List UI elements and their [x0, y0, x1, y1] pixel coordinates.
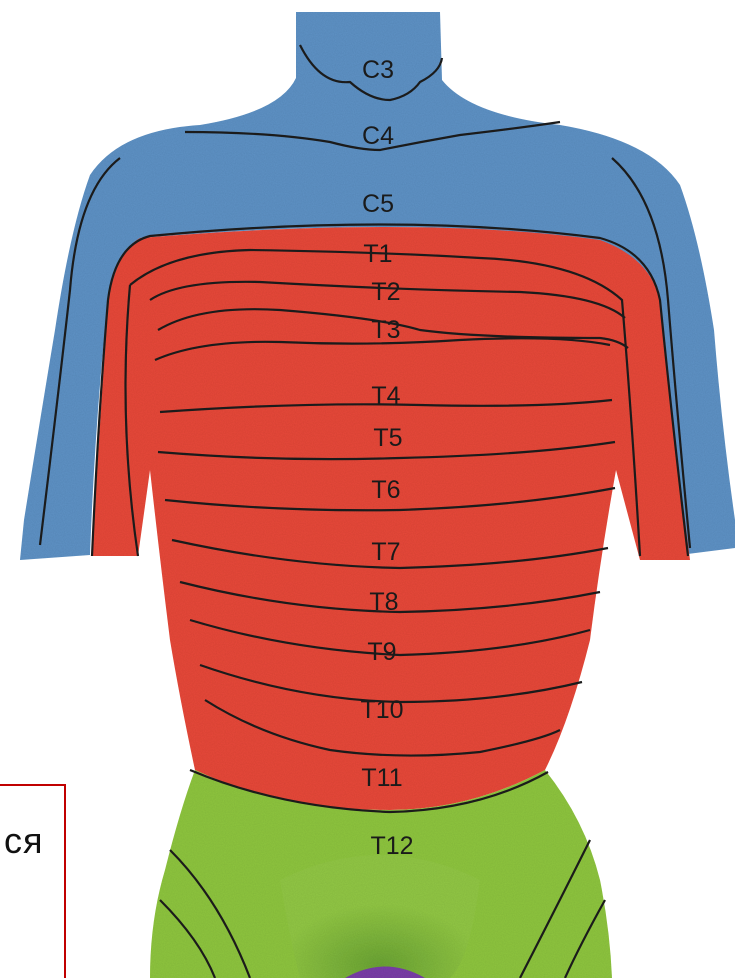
label-t8: T8: [369, 588, 398, 616]
label-c5: C5: [362, 190, 394, 218]
label-t7: T7: [371, 538, 400, 566]
label-t10: T10: [360, 696, 403, 724]
callout-box: [0, 784, 66, 978]
label-t2: T2: [371, 278, 400, 306]
groin-shade: [280, 855, 480, 978]
label-t11: T11: [361, 764, 402, 792]
label-t12: T12: [370, 832, 413, 860]
label-t1: T1: [363, 240, 392, 268]
label-t3: T3: [371, 316, 400, 344]
label-t9: T9: [367, 638, 396, 666]
callout-text: ся: [4, 820, 44, 862]
label-t6: T6: [371, 476, 400, 504]
label-c3: C3: [362, 56, 394, 84]
label-t4: T4: [371, 382, 400, 410]
label-t5: T5: [373, 424, 402, 452]
label-c4: C4: [362, 122, 394, 150]
